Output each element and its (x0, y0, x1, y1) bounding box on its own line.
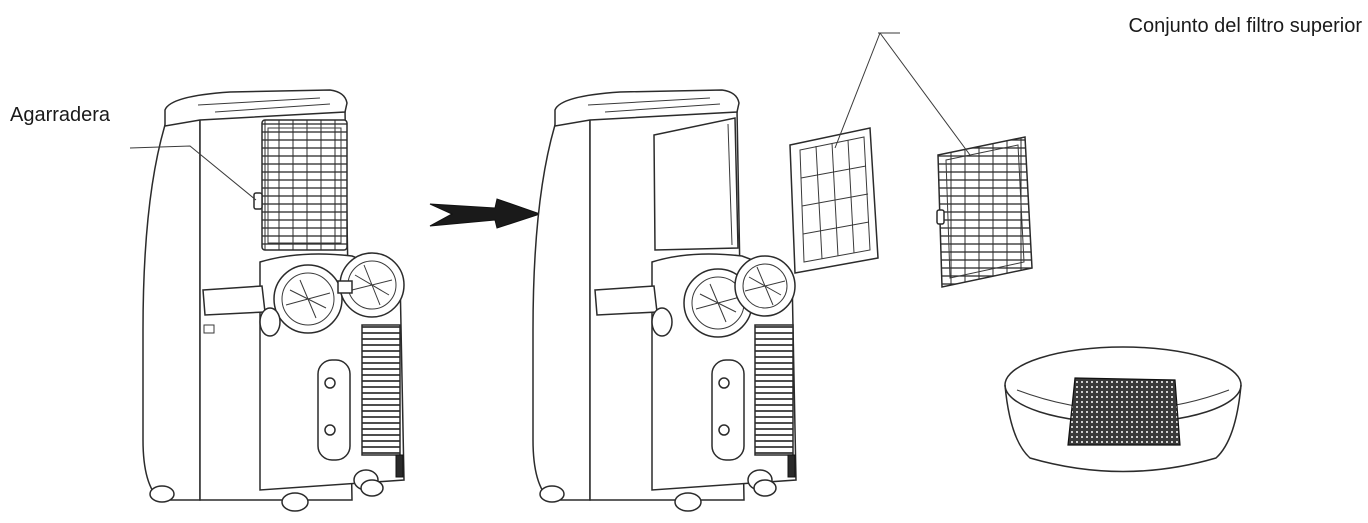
soaking-filter (1067, 377, 1181, 446)
filter-screen (936, 136, 1033, 288)
handle-leader-line (129, 145, 257, 201)
arrow-icon (429, 198, 542, 229)
ac-unit-with-filter (142, 89, 405, 512)
top-filter-assembly-label: Conjunto del filtro superior (1128, 15, 1362, 37)
handle-label: Agarradera (10, 104, 111, 126)
washing-basin (1004, 346, 1242, 473)
filter-frame (789, 127, 879, 274)
filter-leader-lines (834, 32, 971, 156)
ac-unit-without-filter (532, 89, 797, 512)
